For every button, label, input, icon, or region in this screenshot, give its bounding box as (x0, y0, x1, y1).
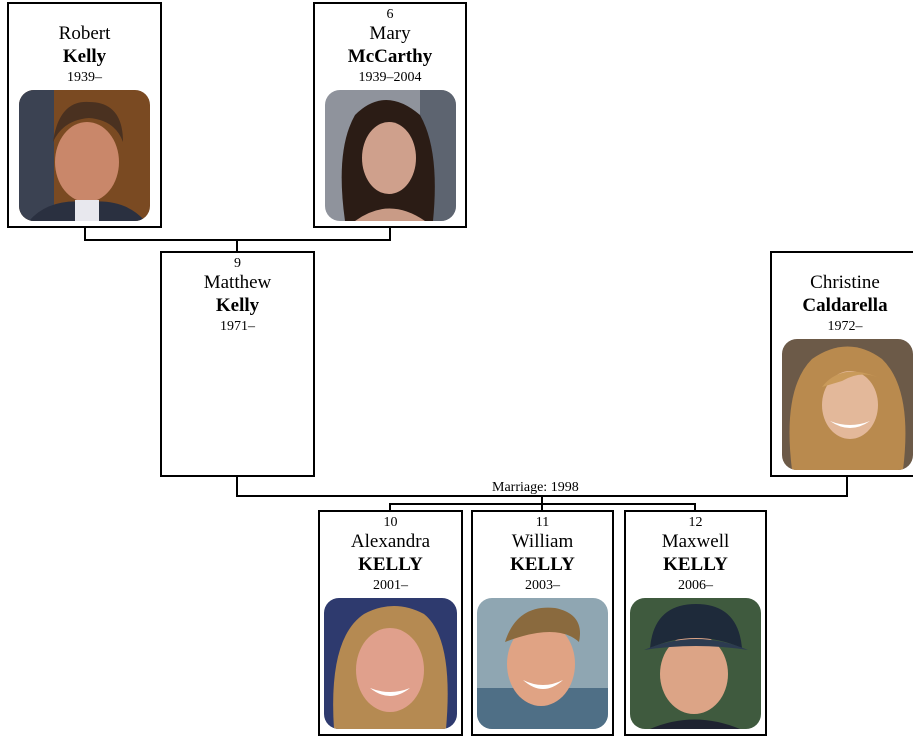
parents-to-child-connector (236, 239, 238, 253)
person-first-name: Robert (58, 23, 111, 44)
person-first-name: Christine (810, 272, 880, 293)
person-last-name: KELLY (510, 554, 575, 575)
person-years: 1972– (827, 319, 863, 334)
person-years: 2006– (678, 578, 713, 593)
person-last-name: KELLY (358, 554, 423, 575)
children-stem (541, 495, 543, 505)
person-photo (324, 598, 457, 729)
matthew-marriage-drop (236, 476, 238, 497)
person-photo (19, 90, 150, 221)
person-card-matthew[interactable]: 9 Matthew Kelly 1971– (160, 251, 315, 477)
parents-connector-left-drop (84, 227, 86, 241)
person-first-name: Mary (369, 23, 411, 44)
child-drop-alexandra (389, 503, 391, 511)
person-number: 10 (383, 515, 398, 530)
person-photo (477, 598, 608, 729)
person-years: 2001– (373, 578, 408, 593)
person-years: 2003– (525, 578, 560, 593)
child-drop-william (541, 503, 543, 511)
person-last-name: Kelly (62, 46, 107, 67)
person-card-william[interactable]: 11 William KELLY 2003– (471, 510, 614, 736)
person-years: 1939–2004 (358, 70, 422, 85)
person-number: 9 (234, 256, 241, 271)
person-photo (325, 90, 456, 221)
person-last-name: Caldarella (802, 295, 888, 316)
person-card-alexandra[interactable]: 10 Alexandra KELLY 2001– (318, 510, 463, 736)
person-years: 1971– (220, 319, 255, 334)
person-card-christine[interactable]: Christine Caldarella 1972– (770, 251, 913, 477)
person-first-name: William (511, 531, 574, 552)
person-card-robert[interactable]: Robert Kelly 1939– (7, 2, 162, 228)
person-number: 11 (535, 515, 550, 530)
person-card-maxwell[interactable]: 12 Maxwell KELLY 2006– (624, 510, 767, 736)
person-first-name: Alexandra (350, 531, 431, 552)
person-card-mary[interactable]: 6 Mary McCarthy 1939–2004 (313, 2, 467, 228)
person-last-name: KELLY (663, 554, 728, 575)
parents-connector-right-drop (389, 227, 391, 241)
christine-marriage-drop (846, 476, 848, 497)
person-number: 6 (386, 7, 394, 22)
person-first-name: Maxwell (661, 531, 730, 552)
person-first-name: Matthew (203, 272, 272, 293)
marriage-label: Marriage: 1998 (490, 480, 581, 495)
person-years: 1939– (67, 70, 102, 85)
person-number (772, 257, 913, 271)
person-number (9, 8, 160, 22)
person-photo (782, 339, 913, 470)
child-drop-maxwell (694, 503, 696, 511)
person-last-name: Kelly (215, 295, 260, 316)
person-photo (630, 598, 761, 729)
person-number: 12 (688, 515, 703, 530)
person-last-name: McCarthy (347, 46, 433, 67)
